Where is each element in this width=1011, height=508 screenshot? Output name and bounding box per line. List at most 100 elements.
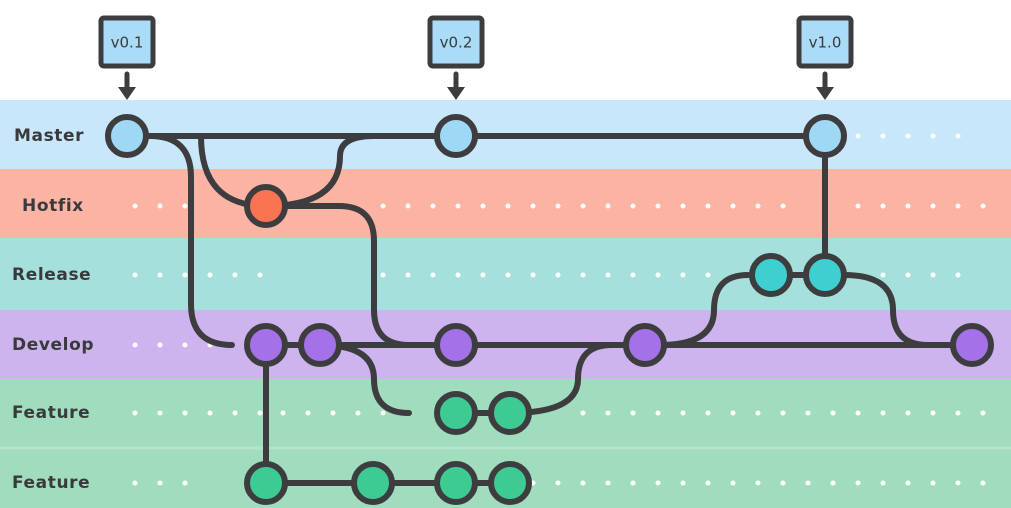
lane-dot [905, 203, 911, 209]
commit-node-develop-c5[interactable] [950, 323, 994, 367]
commit-node-release-c2[interactable] [803, 253, 847, 297]
commit-node-feat2-c1[interactable] [244, 461, 288, 505]
lane-dot [955, 410, 961, 416]
tag-arrow-head-icon [118, 87, 136, 100]
version-tag-box[interactable] [427, 15, 485, 69]
lane-dot [280, 410, 286, 416]
lane-dot [955, 203, 961, 209]
lane-dot [930, 480, 936, 486]
version-tag-tag-v02[interactable]: v0.2 [427, 15, 485, 100]
lane-dot [955, 480, 961, 486]
version-tags-layer: v0.1 v0.2 v1.0 [98, 15, 854, 100]
lane-dot [380, 272, 386, 278]
lane-dot [705, 272, 711, 278]
commit-node-develop-c4[interactable] [623, 323, 667, 367]
lane-dot [132, 203, 138, 209]
lane-dot [555, 203, 561, 209]
lane-dot [530, 272, 536, 278]
commit-node-master-c2[interactable] [434, 114, 478, 158]
lane-dot [980, 480, 986, 486]
commit-node-develop-c3[interactable] [434, 323, 478, 367]
lane-dot [580, 480, 586, 486]
lane-dot [830, 480, 836, 486]
lane-dot [880, 133, 886, 139]
commit-node-feat2-c4[interactable] [488, 461, 532, 505]
lane-dot [455, 203, 461, 209]
lane-dots-feature-1 [132, 410, 986, 416]
commit-node-develop-c1[interactable] [244, 323, 288, 367]
lane-band-hotfix [0, 169, 1011, 238]
lane-dot [182, 342, 188, 348]
lane-dot [530, 203, 536, 209]
lane-dot [157, 480, 163, 486]
lane-dots-hotfix [132, 203, 986, 209]
lane-dot [930, 272, 936, 278]
commit-node-feat2-c2[interactable] [351, 461, 395, 505]
lane-dot [132, 342, 138, 348]
version-tag-box[interactable] [98, 15, 156, 69]
commit-node-master-c3[interactable] [803, 114, 847, 158]
commit-node-release-c1[interactable] [749, 253, 793, 297]
lane-dot [182, 272, 188, 278]
lane-dot [207, 410, 213, 416]
commit-node-feat1-c1[interactable] [434, 391, 478, 435]
lane-dots-develop [132, 342, 213, 348]
lane-dot [157, 410, 163, 416]
lane-dot [182, 203, 188, 209]
lane-dots-feature-2 [132, 480, 986, 486]
version-tag-tag-v01[interactable]: v0.1 [98, 15, 156, 100]
version-tag-tag-v10[interactable]: v1.0 [796, 15, 854, 100]
lane-dot [780, 480, 786, 486]
lane-dot [355, 410, 361, 416]
lane-label-develop: Develop [12, 335, 94, 355]
lane-dot [480, 272, 486, 278]
lane-dot [182, 480, 188, 486]
lane-dots-master [855, 133, 961, 139]
lane-dot [705, 410, 711, 416]
lane-dot [505, 272, 511, 278]
lane-dot [680, 272, 686, 278]
version-tag-label: v1.0 [809, 34, 842, 52]
lane-dot [730, 480, 736, 486]
commit-node-feat1-c2[interactable] [488, 391, 532, 435]
commit-node-master-c1[interactable] [105, 114, 149, 158]
lane-dot [630, 272, 636, 278]
commit-node-develop-c2[interactable] [298, 323, 342, 367]
lane-dot [730, 203, 736, 209]
lane-dot [905, 480, 911, 486]
lane-dot [605, 480, 611, 486]
lane-dot [955, 133, 961, 139]
version-tag-box[interactable] [796, 15, 854, 69]
tag-arrow-head-icon [816, 87, 834, 100]
lane-dot [580, 410, 586, 416]
lane-dot [207, 272, 213, 278]
lane-dot [905, 410, 911, 416]
lane-dot [855, 410, 861, 416]
lane-label-feature-1: Feature [12, 403, 90, 423]
lane-dot [405, 272, 411, 278]
commit-node-hotfix-c1[interactable] [244, 184, 288, 228]
lane-dot [880, 272, 886, 278]
lane-dot [257, 272, 263, 278]
lane-dots-release [132, 272, 961, 278]
lane-dot [630, 410, 636, 416]
lane-dot [655, 272, 661, 278]
commit-node-feat2-c3[interactable] [434, 461, 478, 505]
tag-arrow-head-icon [447, 87, 465, 100]
lane-dot [980, 203, 986, 209]
lane-dot [655, 203, 661, 209]
lane-dot [455, 272, 461, 278]
lane-dot [930, 133, 936, 139]
lane-dot [655, 410, 661, 416]
lane-dot [257, 410, 263, 416]
lane-dot [755, 410, 761, 416]
lane-dot [505, 203, 511, 209]
lane-dot [680, 480, 686, 486]
lane-dot [930, 203, 936, 209]
lane-dot [182, 410, 188, 416]
lane-dot [330, 410, 336, 416]
lane-dot [880, 410, 886, 416]
lane-dot [157, 272, 163, 278]
